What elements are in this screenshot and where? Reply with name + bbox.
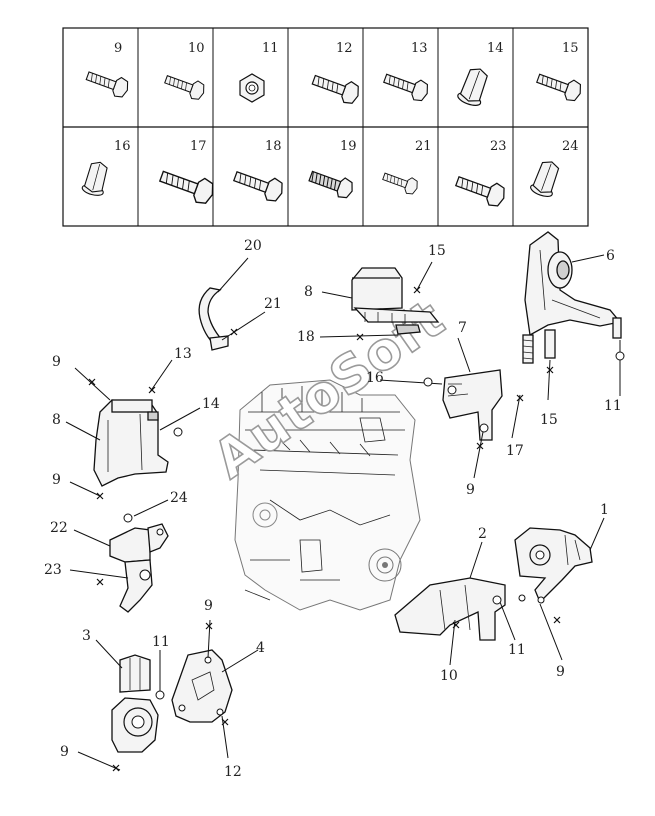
callout-2: 2 [478,526,487,542]
bolt-12-drawing [309,68,363,107]
callout-15-top: 15 [428,243,446,259]
table-label-9: 9 [114,41,122,56]
callout-11-left-lower: 11 [152,634,170,650]
bolt-9-drawing [83,65,132,101]
part-mount-8-left [65,359,201,500]
table-label-17: 17 [190,139,207,154]
callout-22: 22 [50,520,68,536]
callout-8-left: 8 [52,412,61,428]
part-bracket-4 [171,619,259,759]
engine-assembly-drawing [234,379,421,611]
callout-6-right: 6 [606,248,615,264]
flange-nut-14-drawing [455,64,493,109]
callout-9-left-mid: 9 [52,472,61,488]
table-label-13: 13 [411,41,428,56]
callout-24-left: 24 [170,490,188,506]
callout-3: 3 [82,628,91,644]
table-label-16: 16 [114,139,131,154]
table-label-18: 18 [265,139,282,154]
bolt-23-drawing [452,169,509,210]
part-mount-6 [522,231,625,401]
stud-19-drawing [308,170,353,199]
part-mount-1 [514,517,605,661]
part-clip-20 [198,257,266,351]
callout-23: 23 [44,562,62,578]
table-label-24: 24 [562,139,579,154]
callout-12: 12 [224,764,242,780]
callout-21: 21 [264,296,282,312]
part-mount-22 [69,499,169,613]
table-label-11: 11 [262,41,279,56]
table-label-19: 19 [340,139,357,154]
callout-9-bracket4: 9 [204,598,213,614]
flange-nut-16-drawing [80,159,112,198]
callout-10: 10 [440,668,458,684]
callout-13: 13 [174,346,192,362]
bolt-17-drawing [156,163,218,208]
callout-18: 18 [297,329,315,345]
callout-17: 17 [506,443,524,459]
callout-20: 20 [244,238,262,254]
table-label-12: 12 [336,41,353,56]
callout-9-bracket7: 9 [466,482,475,498]
part-mount-3 [77,639,165,772]
callout-15-right: 15 [540,412,558,428]
callout-7: 7 [458,320,467,336]
bolt-10-drawing [162,69,208,103]
callout-9-right: 9 [556,664,565,680]
flange-nut-24-drawing [528,157,564,200]
table-label-23: 23 [490,139,507,154]
callout-1: 1 [600,502,609,518]
callout-16-center: 16 [366,370,384,386]
callout-8-top: 8 [304,284,313,300]
callout-4: 4 [256,640,265,656]
bolt-15-drawing [534,67,585,104]
part-bracket-7 [379,337,524,479]
table-label-15: 15 [562,41,579,56]
nut-11-drawing [239,73,265,103]
hardware-table: 9 10 11 12 13 14 15 16 17 18 19 21 23 24 [62,27,589,227]
callout-11-right: 11 [604,398,622,414]
bolt-21-drawing [380,168,421,197]
callout-9-left-top: 9 [52,354,61,370]
table-label-10: 10 [188,41,205,56]
callout-11-lower: 11 [508,642,526,658]
table-label-21: 21 [415,139,432,154]
bolt-18-drawing [230,164,287,205]
callout-9-left-bottom: 9 [60,744,69,760]
part-upper-mount-8 [319,261,440,341]
bolt-13-drawing [381,67,432,104]
part-bracket-2 [394,541,526,666]
callout-14: 14 [202,396,220,412]
table-label-14: 14 [487,41,504,56]
